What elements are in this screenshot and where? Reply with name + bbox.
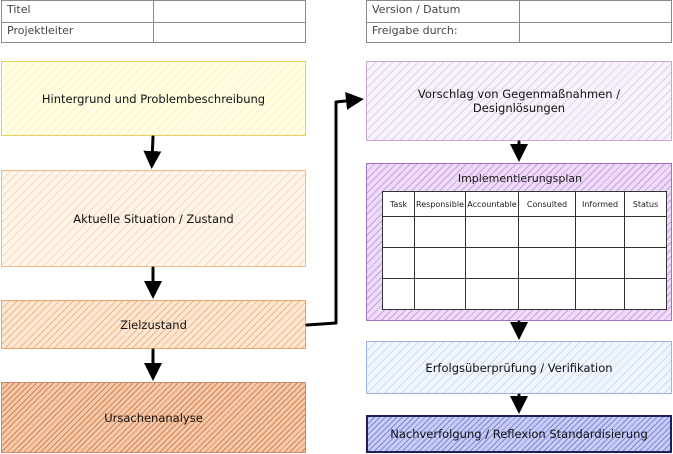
project-lead-divider: [153, 22, 154, 43]
header-info-left: Titel Projektleiter: [1, 0, 306, 43]
table-row: [382, 247, 667, 279]
implementation-plan-table: Task Responsible Accountable Consulted I…: [382, 191, 667, 310]
plan-header-row: Task Responsible Accountable Consulted I…: [382, 191, 667, 217]
target-state-box: Zielzustand: [1, 300, 306, 349]
title-divider: [153, 1, 154, 22]
countermeasures-label: Vorschlag von Gegenmaßnahmen / Designlös…: [417, 87, 621, 115]
verification-label: Erfolgsüberprüfung / Verifikation: [425, 360, 613, 375]
implementation-plan-title: Implementierungsplan: [457, 172, 583, 185]
table-cell[interactable]: [382, 278, 415, 310]
background-label: Hintergrund und Problembeschreibung: [41, 91, 266, 106]
table-row: [382, 278, 667, 310]
plan-col-responsible: Responsible: [414, 191, 466, 217]
table-cell[interactable]: [518, 247, 576, 279]
approval-divider: [519, 22, 520, 43]
current-state-box: Aktuelle Situation / Zustand: [1, 170, 306, 267]
table-cell[interactable]: [382, 216, 415, 248]
project-lead-label: Projektleiter: [7, 24, 74, 37]
version-label: Version / Datum: [372, 3, 461, 16]
version-divider: [519, 1, 520, 22]
title-label: Titel: [7, 3, 31, 16]
table-cell[interactable]: [414, 278, 466, 310]
table-cell[interactable]: [624, 216, 667, 248]
table-row: [382, 216, 667, 248]
root-cause-box: Ursachenanalyse: [1, 382, 306, 453]
table-cell[interactable]: [382, 247, 415, 279]
version-row: Version / Datum: [367, 1, 671, 23]
table-cell[interactable]: [465, 247, 519, 279]
plan-col-accountable: Accountable: [465, 191, 519, 217]
header-info-right: Version / Datum Freigabe durch:: [366, 0, 672, 43]
title-row: Titel: [2, 1, 305, 23]
project-lead-row: Projektleiter: [2, 22, 305, 43]
table-cell[interactable]: [518, 278, 576, 310]
plan-col-task: Task: [382, 191, 415, 217]
table-cell[interactable]: [624, 278, 667, 310]
table-cell[interactable]: [465, 216, 519, 248]
table-cell[interactable]: [414, 216, 466, 248]
implementation-plan-box: Implementierungsplan Task Responsible Ac…: [366, 163, 672, 321]
background-box: Hintergrund und Problembeschreibung: [1, 61, 306, 136]
countermeasures-box: Vorschlag von Gegenmaßnahmen / Designlös…: [366, 61, 672, 141]
plan-col-status: Status: [624, 191, 667, 217]
table-cell[interactable]: [575, 278, 625, 310]
follow-up-label: Nachverfolgung / Reflexion Standardisier…: [390, 427, 648, 441]
follow-up-box: Nachverfolgung / Reflexion Standardisier…: [366, 415, 672, 453]
approval-row: Freigabe durch:: [367, 22, 671, 43]
arrow-target-to-countermeasures: [305, 91, 364, 327]
target-state-label: Zielzustand: [120, 317, 187, 332]
root-cause-label: Ursachenanalyse: [104, 410, 203, 425]
approval-label: Freigabe durch:: [372, 24, 458, 37]
table-cell[interactable]: [465, 278, 519, 310]
current-state-label: Aktuelle Situation / Zustand: [73, 211, 234, 226]
table-cell[interactable]: [518, 216, 576, 248]
table-cell[interactable]: [575, 216, 625, 248]
table-cell[interactable]: [624, 247, 667, 279]
arrow-background-to-current: [143, 135, 162, 169]
plan-col-informed: Informed: [575, 191, 625, 217]
plan-col-consulted: Consulted: [518, 191, 576, 217]
table-cell[interactable]: [575, 247, 625, 279]
table-cell[interactable]: [414, 247, 466, 279]
verification-box: Erfolgsüberprüfung / Verifikation: [366, 341, 672, 394]
